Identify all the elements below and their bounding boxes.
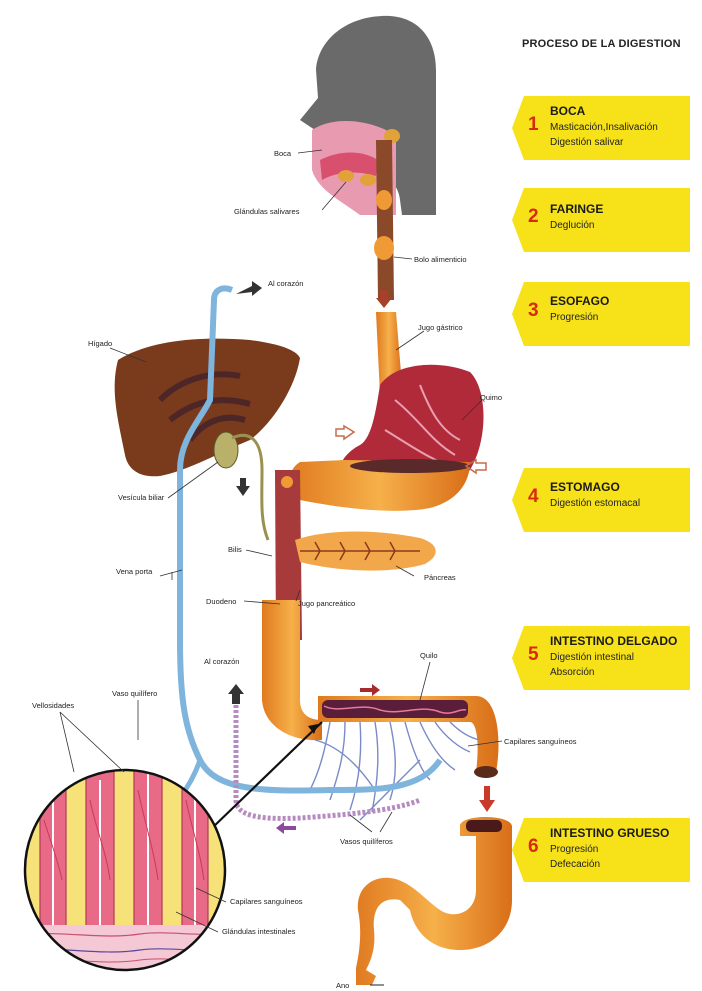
arrow-left-icon bbox=[276, 822, 296, 834]
stage-description: Progresión bbox=[550, 312, 598, 323]
stage-panel-estomago: 4 ESTOMAGO Digestión estomacal bbox=[512, 468, 690, 532]
arrow-up-icon bbox=[228, 684, 244, 704]
stage-title: ESOFAGO bbox=[550, 294, 609, 308]
stage-description: Progresión bbox=[550, 844, 598, 855]
capillary-network bbox=[310, 722, 480, 820]
intestine-end bbox=[474, 766, 498, 778]
label-al-corazon-top: Al corazón bbox=[268, 279, 303, 288]
label-jugo-gastrico: Jugo gástrico bbox=[418, 323, 463, 332]
salivary-gland-1 bbox=[338, 170, 354, 182]
label-ano: Ano bbox=[336, 981, 349, 990]
label-higado: Hígado bbox=[88, 339, 112, 348]
stage-panel-intestino-grueso: 6 INTESTINO GRUESO Progresión Defecación bbox=[512, 818, 690, 882]
food-bolus-2 bbox=[374, 236, 394, 260]
label-duodeno: Duodeno bbox=[206, 597, 236, 606]
duodenal-valve bbox=[281, 476, 293, 488]
label-bilis: Bilis bbox=[228, 545, 242, 554]
label-capilares-sanguineos-right: Capilares sanguíneos bbox=[504, 737, 577, 746]
stage-title: BOCA bbox=[550, 104, 585, 118]
label-capilares-sanguineos-inset: Capilares sanguíneos bbox=[230, 897, 303, 906]
label-pancreas: Páncreas bbox=[424, 573, 456, 582]
stage-number: 5 bbox=[528, 644, 539, 666]
stage-title: INTESTINO DELGADO bbox=[550, 634, 677, 648]
label-bolo-alimenticio: Bolo alimenticio bbox=[414, 255, 467, 264]
stage-description: Masticación,Insalivación bbox=[550, 122, 658, 133]
arrow-right-icon bbox=[236, 281, 262, 296]
large-intestine-interior bbox=[466, 820, 502, 832]
label-vesicula-biliar: Vesícula biliar bbox=[118, 493, 165, 502]
label-glandulas-salivares: Glándulas salivares bbox=[234, 207, 300, 216]
label-quimo: Quimo bbox=[480, 393, 502, 402]
panel-background bbox=[512, 188, 690, 252]
label-quilo: Quilo bbox=[420, 651, 438, 660]
stage-panel-esofago: 3 ESOFAGO Progresión bbox=[512, 282, 690, 346]
stage-title: INTESTINO GRUESO bbox=[550, 826, 669, 840]
small-intestine-descending bbox=[262, 600, 322, 740]
food-bolus-1 bbox=[376, 190, 392, 210]
salivary-gland-2 bbox=[360, 174, 376, 186]
label-vena-porta: Vena porta bbox=[116, 567, 153, 576]
label-boca: Boca bbox=[274, 149, 292, 158]
stage-title: FARINGE bbox=[550, 202, 603, 216]
stage-description: Absorción bbox=[550, 667, 594, 678]
label-vaso-quilifero: Vaso quilífero bbox=[112, 689, 157, 698]
esophagus bbox=[376, 140, 394, 300]
stage-number: 4 bbox=[528, 486, 539, 508]
stage-number: 1 bbox=[528, 114, 539, 136]
label-vasos-quiliferos: Vasos quilíferos bbox=[340, 837, 393, 846]
label-jugo-pancreatico: Jugo pancreático bbox=[298, 599, 355, 608]
stage-title: ESTOMAGO bbox=[550, 480, 620, 494]
label-al-corazon-mid: Al corazón bbox=[204, 657, 239, 666]
stage-panel-faringe: 2 FARINGE Deglución bbox=[512, 188, 690, 252]
stage-number: 6 bbox=[528, 836, 539, 858]
label-glandulas-intestinales: Glándulas intestinales bbox=[222, 927, 296, 936]
arrow-right-icon bbox=[336, 426, 354, 439]
stage-description: Digestión estomacal bbox=[550, 498, 640, 509]
stage-description: Defecación bbox=[550, 859, 600, 870]
arrow-down-icon bbox=[479, 786, 495, 812]
stage-panel-intestino-delgado: 5 INTESTINO DELGADO Digestión intestinal… bbox=[512, 626, 690, 690]
arrow-down-icon bbox=[236, 478, 250, 496]
page-title: PROCESO DE LA DIGESTION bbox=[522, 38, 681, 50]
label-vellosidades: Vellosidades bbox=[32, 701, 74, 710]
arrow-right-icon bbox=[360, 684, 380, 696]
stage-description: Digestión intestinal bbox=[550, 652, 634, 663]
panel-background bbox=[512, 282, 690, 346]
stage-number: 2 bbox=[528, 206, 539, 228]
stage-description: Digestión salivar bbox=[550, 137, 623, 148]
stage-description: Deglución bbox=[550, 220, 594, 231]
stage-panel-boca: 1 BOCA Masticación,Insalivación Digestió… bbox=[512, 96, 690, 160]
pointer-to-inset bbox=[210, 722, 322, 830]
stage-number: 3 bbox=[528, 300, 539, 322]
chyme bbox=[350, 459, 470, 473]
